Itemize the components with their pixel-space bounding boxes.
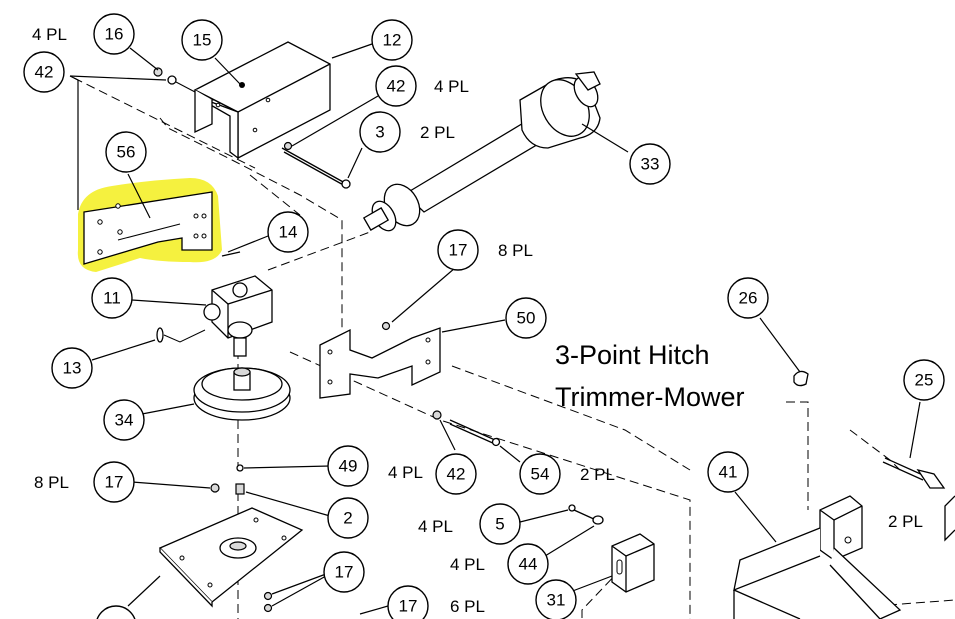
qty-label: 2 PL xyxy=(580,465,615,484)
svg-text:26: 26 xyxy=(739,289,758,308)
svg-text:54: 54 xyxy=(531,465,550,484)
balloon-14: 14 xyxy=(267,211,309,253)
bracket-part-12 xyxy=(193,41,331,160)
gearbox-part-11 xyxy=(203,251,273,357)
balloon-50: 50 xyxy=(505,297,547,339)
balloon-33: 33 xyxy=(629,143,671,185)
balloon-54: 54 xyxy=(519,453,561,495)
svg-text:12: 12 xyxy=(383,31,402,50)
qty-label: 4 PL xyxy=(434,77,469,96)
svg-text:34: 34 xyxy=(115,411,134,430)
deck-plate xyxy=(158,483,304,608)
svg-text:5: 5 xyxy=(495,515,504,534)
svg-text:17: 17 xyxy=(105,473,124,492)
qty-label: 8 PL xyxy=(498,241,533,260)
balloon-42: 42 xyxy=(375,65,417,107)
svg-text:44: 44 xyxy=(519,555,538,574)
bolt-part-5 xyxy=(568,504,604,525)
balloon-3: 3 xyxy=(359,111,401,153)
svg-text:16: 16 xyxy=(105,25,124,44)
balloon-42: 42 xyxy=(435,453,477,495)
balloon-17: 17 xyxy=(437,229,479,271)
balloon-44: 44 xyxy=(507,543,549,585)
balloon-25: 25 xyxy=(903,359,945,401)
balloon-2: 2 xyxy=(327,497,369,539)
balloon-49: 49 xyxy=(327,445,369,487)
diagram-title-line-2: Trimmer-Mower xyxy=(555,382,744,412)
qty-label: 2 PL xyxy=(888,512,923,531)
diagram-title-line-1: 3-Point Hitch xyxy=(555,340,710,370)
balloon-31: 31 xyxy=(535,579,577,619)
hardware-17-lower xyxy=(263,591,273,613)
qty-label: 4 PL xyxy=(450,555,485,574)
svg-text:33: 33 xyxy=(641,155,660,174)
balloon-42: 42 xyxy=(23,51,65,93)
svg-text:2: 2 xyxy=(343,509,352,528)
svg-text:17: 17 xyxy=(335,563,354,582)
hardware-49-2 xyxy=(235,464,245,495)
svg-text:3: 3 xyxy=(375,123,384,142)
balloon-34: 34 xyxy=(103,399,145,441)
balloon-17: 17 xyxy=(93,461,135,503)
hitch-frame-part-41 xyxy=(733,495,955,619)
svg-text:42: 42 xyxy=(447,465,466,484)
balloon-15: 15 xyxy=(181,19,223,61)
balloon-partial xyxy=(96,605,136,619)
bolt-part-54 xyxy=(432,410,501,447)
qty-label: 4 PL xyxy=(388,463,423,482)
svg-text:42: 42 xyxy=(387,77,406,96)
qty-label: 4 PL xyxy=(418,517,453,536)
svg-text:42: 42 xyxy=(35,63,54,82)
clip-part-26 xyxy=(793,370,809,387)
balloon-13: 13 xyxy=(51,347,93,389)
pulley-part-34 xyxy=(193,367,291,421)
qty-label: 8 PL xyxy=(34,473,69,492)
qty-label: 4 PL xyxy=(32,25,67,44)
balloon-5: 5 xyxy=(479,503,521,545)
pin-part-25 xyxy=(882,457,946,489)
balloon-26: 26 xyxy=(727,277,769,319)
svg-text:15: 15 xyxy=(193,31,212,50)
bolt-part-3 xyxy=(281,141,351,189)
svg-text:56: 56 xyxy=(117,143,136,162)
leader-lines xyxy=(69,43,921,615)
balloon-17: 17 xyxy=(387,585,429,619)
svg-text:17: 17 xyxy=(449,241,468,260)
bracket-part-50 xyxy=(319,321,441,399)
balloon-56: 56 xyxy=(105,131,147,173)
svg-text:50: 50 xyxy=(517,309,536,328)
svg-text:49: 49 xyxy=(339,457,358,476)
svg-text:11: 11 xyxy=(103,289,121,308)
pto-driveline-part-33 xyxy=(362,71,601,232)
plate-part-56 xyxy=(83,191,213,265)
svg-text:13: 13 xyxy=(63,359,82,378)
balloon-17: 17 xyxy=(323,551,365,593)
svg-text:25: 25 xyxy=(915,371,934,390)
balloon-12: 12 xyxy=(371,19,413,61)
bracket-part-31 xyxy=(611,533,655,593)
svg-text:41: 41 xyxy=(719,463,738,482)
svg-text:31: 31 xyxy=(547,591,566,610)
hardware-16-42 xyxy=(153,67,196,93)
qty-label: 2 PL xyxy=(420,123,455,142)
pin-part-13 xyxy=(156,327,206,343)
svg-text:14: 14 xyxy=(279,223,298,242)
balloon-16: 16 xyxy=(93,13,135,55)
balloon-41: 41 xyxy=(707,451,749,493)
balloon-11: 11 xyxy=(91,277,133,319)
qty-label: 6 PL xyxy=(450,597,485,616)
svg-text:17: 17 xyxy=(399,597,418,616)
